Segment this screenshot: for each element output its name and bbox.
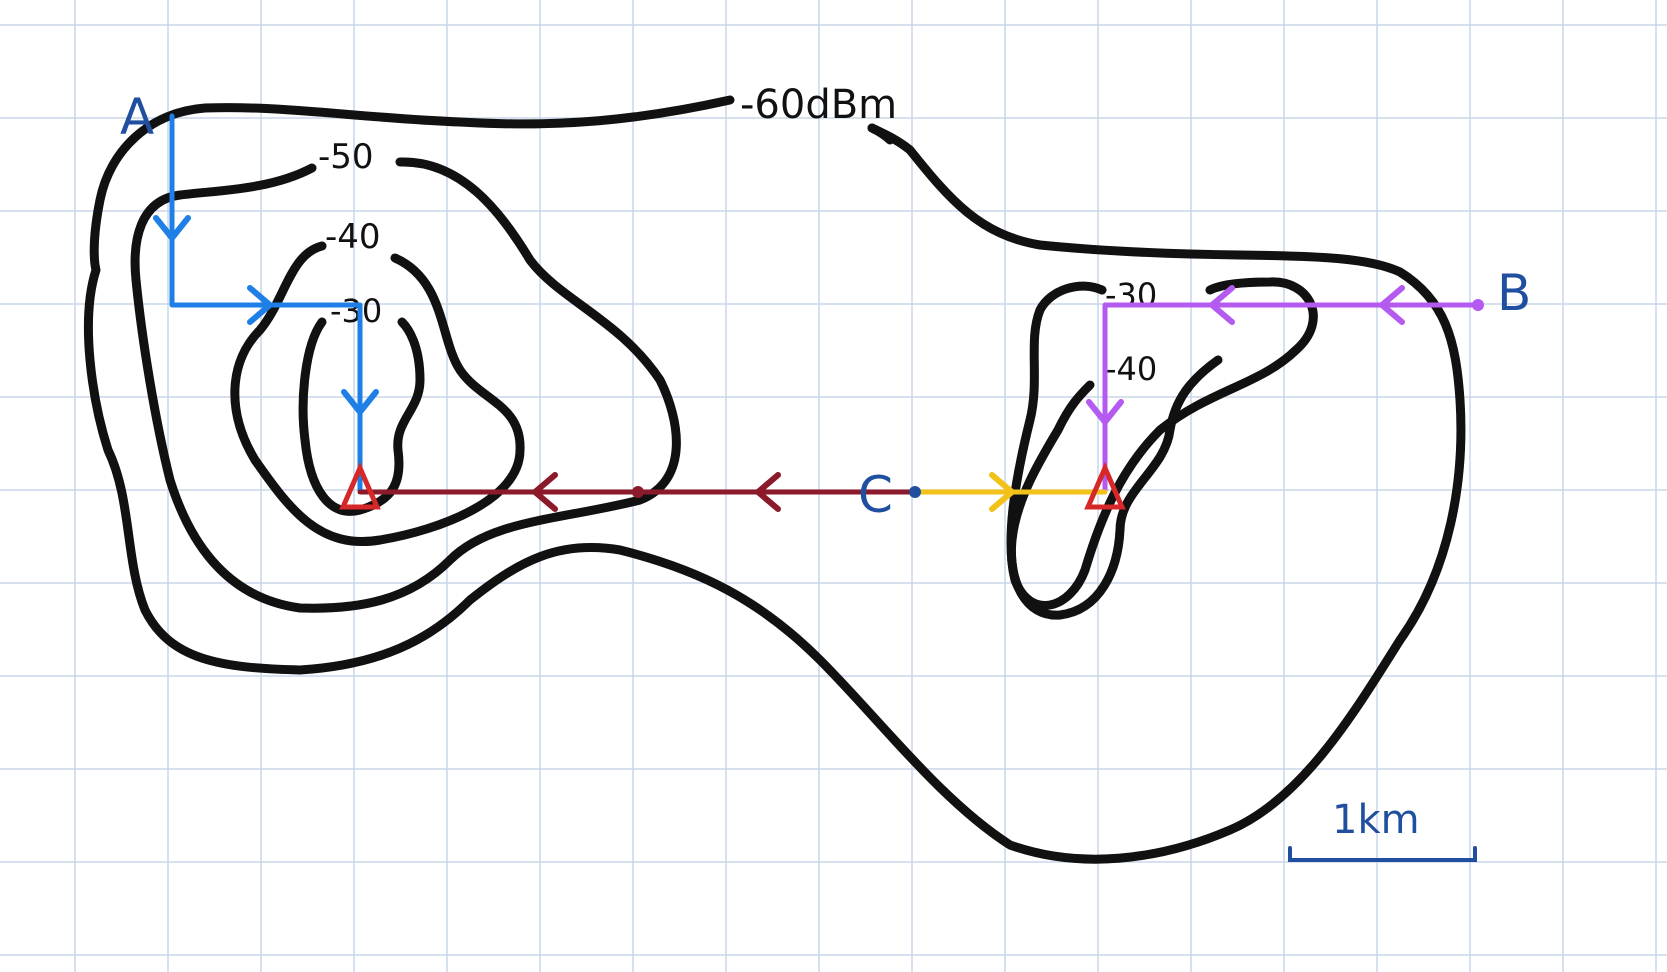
contour-40-left [230, 241, 525, 546]
scale-bar: 1km [1288, 797, 1477, 862]
contour-label-right-30: -30 [1105, 276, 1157, 314]
tower-left-triangle-icon [339, 461, 381, 510]
contour-50-left [130, 157, 681, 613]
route-b-arrow-down-icon [1086, 399, 1124, 425]
contour-60-outer [83, 95, 1466, 864]
route-c-right [912, 472, 1108, 512]
contour-label-right-40: -40 [1105, 350, 1157, 388]
scale-bar-line [1288, 846, 1477, 862]
route-b-arrow-left-icon [1379, 285, 1405, 325]
route-a-arrow-right-icon [247, 285, 273, 325]
route-a-arrow-down-icon-2 [341, 389, 379, 415]
contour-60-tail [867, 123, 895, 145]
contour-label-60: -60dBm [740, 82, 897, 128]
point-c-label: C [858, 466, 893, 524]
route-a [153, 113, 379, 493]
route-b-path [1102, 302, 1481, 493]
point-b-label: B [1497, 264, 1531, 322]
contour-30-left [298, 317, 425, 516]
route-c-left [357, 472, 918, 512]
point-a-label: A [120, 88, 154, 146]
contour-label-left-30: -30 [330, 292, 382, 330]
point-c-dot [909, 486, 921, 498]
contour-label-left-40: -40 [325, 217, 381, 257]
contour-label-left-50: -50 [318, 137, 374, 177]
contour-30-right [1006, 277, 1318, 610]
route-c-arrow-right-icon [989, 472, 1015, 512]
route-c-waypoint-dot [632, 486, 644, 498]
route-b-arrow-left-icon-2 [1209, 285, 1235, 325]
route-c-arrow-left-icon [755, 472, 781, 512]
scale-bar-label: 1km [1332, 797, 1420, 843]
contour-40-right [1006, 355, 1223, 620]
tower-right-triangle-icon [1084, 461, 1126, 510]
point-b-dot [1472, 299, 1484, 311]
route-c-arrow-left-icon-2 [532, 472, 558, 512]
route-a-arrow-down-icon [153, 215, 191, 241]
route-b [1086, 285, 1481, 493]
